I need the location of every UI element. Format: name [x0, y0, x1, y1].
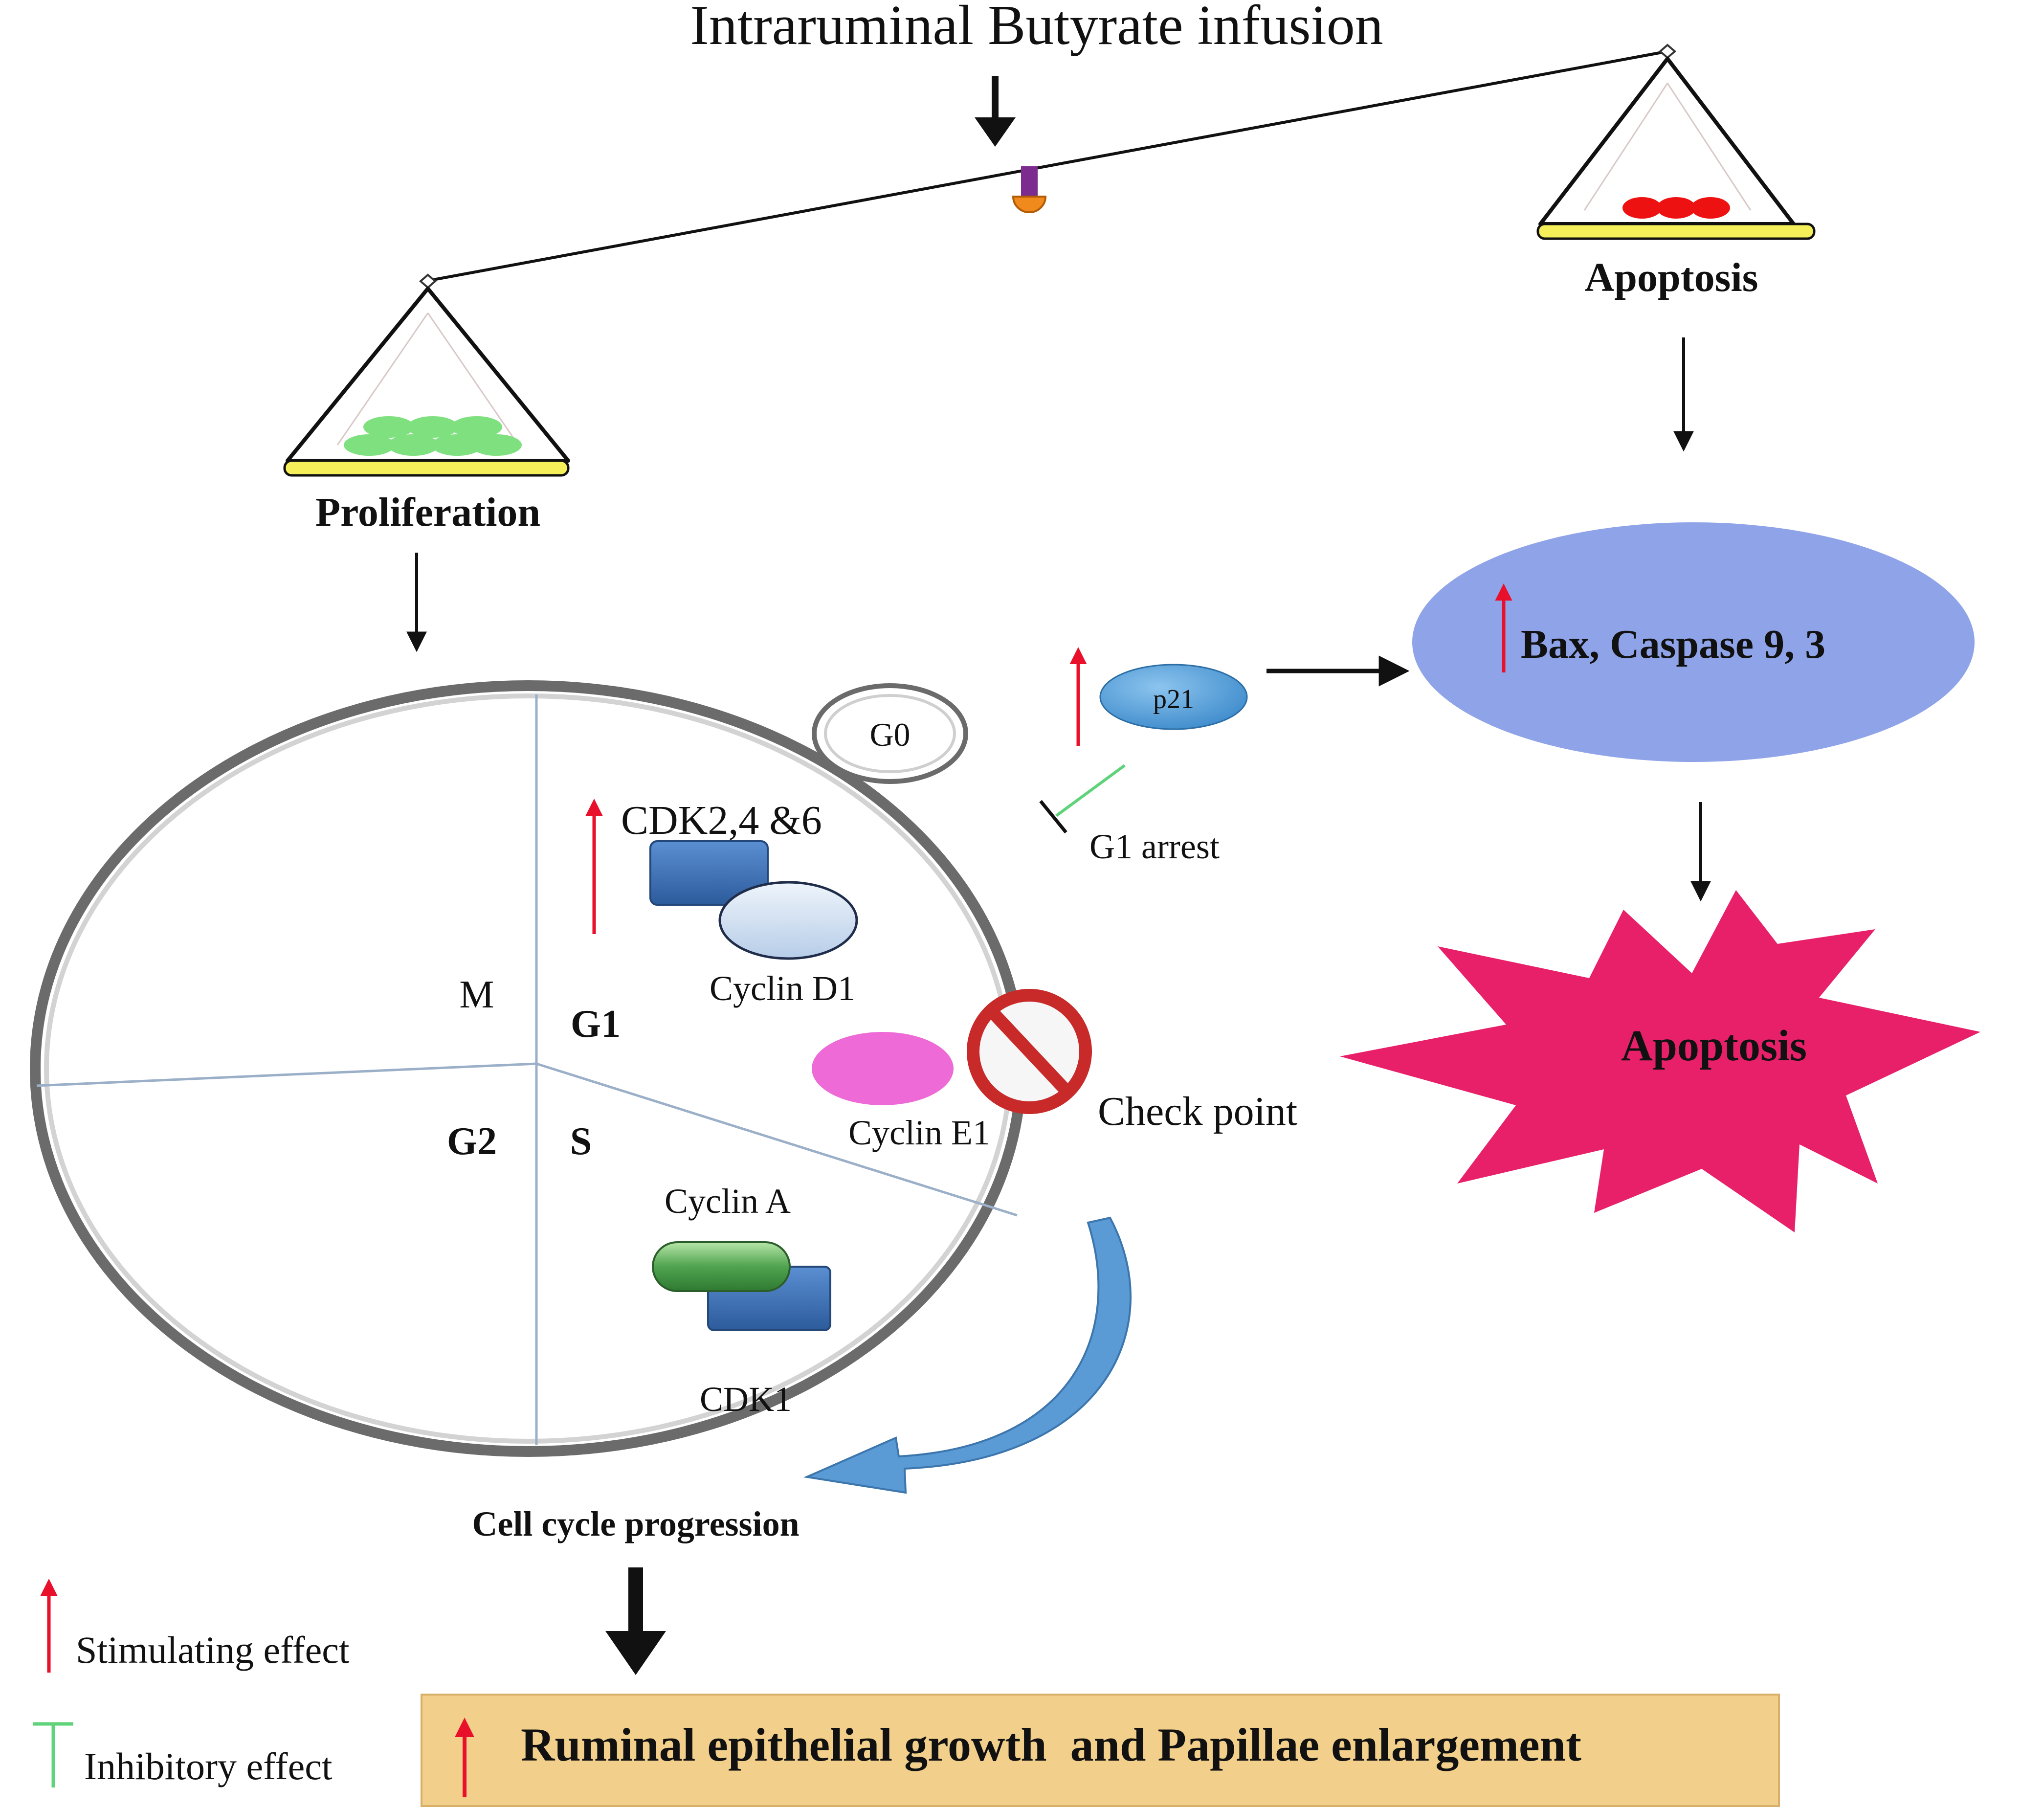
apoptosis-outcome-label: Apoptosis: [1621, 1022, 1807, 1070]
apoptosis-pan-label: Apoptosis: [1585, 255, 1758, 300]
cell-cycle-progression-arrow: [803, 1216, 1132, 1494]
p21-shape: [1099, 664, 1248, 730]
title-down-arrow: [975, 76, 1016, 147]
result-box: [421, 1694, 1780, 1807]
fulcrum-stem: [1021, 166, 1038, 197]
cdk1-label: CDK1: [700, 1380, 792, 1419]
phase-g2: G2: [447, 1120, 497, 1163]
cyclin-e1-shape: [812, 1032, 954, 1105]
result-group: Ruminal epithelial growth and Papillae e…: [421, 1567, 1780, 1807]
p21-inhibitory-line: [1055, 764, 1126, 817]
balance-beam: [425, 50, 1668, 283]
phase-s: S: [570, 1120, 592, 1163]
cyclin-a-shape: [652, 1241, 791, 1292]
divider-left: [36, 1062, 537, 1087]
balance-scale: Proliferation Apoptosis: [283, 44, 1816, 535]
cyclin-e1-label: Cyclin E1: [848, 1113, 990, 1152]
proliferation-label: Proliferation: [315, 490, 540, 535]
legend: Stimulating effect Inhibitory effect: [33, 1579, 350, 1788]
proliferation-cells: [344, 416, 522, 456]
cell-cycle-diagram: G0 M G1 G2 S CDK2,4 &6 Cyclin D1 Cyclin …: [30, 680, 1297, 1543]
g0-bubble: [812, 683, 968, 784]
cdk246-label: CDK2,4 &6: [621, 798, 822, 843]
cyclin-d1-shape: [718, 881, 858, 960]
cdk246-box: [649, 840, 769, 906]
apoptosis-cells: [1622, 197, 1730, 219]
checkpoint-block-icon: [967, 989, 1092, 1114]
p21-label: p21: [1153, 684, 1194, 715]
cell-cycle-progression-label: Cell cycle progression: [472, 1504, 799, 1543]
title: Intraruminal Butyrate infusion: [690, 0, 1383, 57]
p21-inhibitory-bar: [1039, 800, 1067, 834]
cyclin-d1-label: Cyclin D1: [710, 969, 855, 1008]
result-label: Ruminal epithelial growth and Papillae e…: [521, 1719, 1581, 1771]
check-point-label: Check point: [1098, 1089, 1297, 1134]
bax-caspase-ellipse: [1412, 522, 1975, 762]
phase-g0: G0: [869, 716, 910, 753]
cyclin-a-label: Cyclin A: [665, 1182, 791, 1221]
apoptosis-starburst-group: Apoptosis: [1340, 890, 1980, 1232]
legend-inhibitory-label: Inhibitory effect: [84, 1745, 333, 1788]
apoptosis-pan: [1536, 44, 1816, 240]
bax-caspase-label: Bax, Caspase 9, 3: [1521, 622, 1825, 667]
fulcrum-knob: [1012, 196, 1047, 213]
proliferation-pan: [283, 273, 570, 477]
apoptosis-starburst: [1340, 890, 1980, 1232]
phase-g1: G1: [571, 1003, 621, 1046]
bax-caspase-group: Bax, Caspase 9, 3: [1412, 522, 1975, 902]
legend-stimulating-label: Stimulating effect: [76, 1629, 350, 1671]
phase-m: M: [459, 973, 494, 1016]
g1-arrest-label: G1 arrest: [1089, 827, 1220, 866]
p21-group: p21 G1 arrest: [1039, 647, 1410, 866]
divider-right: [536, 1062, 1018, 1217]
